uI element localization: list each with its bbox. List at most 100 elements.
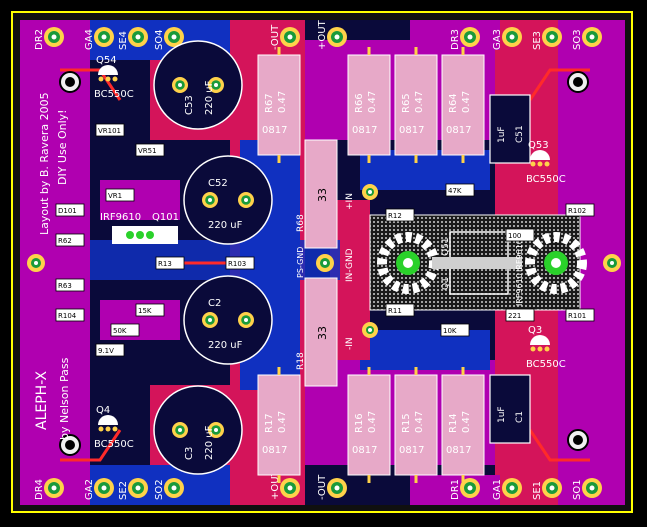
connector-label: DR4	[34, 479, 45, 500]
small-resistor-label: VR1	[108, 192, 122, 200]
film-capacitor	[489, 374, 531, 444]
resistor-code: 0817	[446, 445, 471, 456]
to92-package	[530, 335, 550, 345]
resistor-value: 0.47	[367, 91, 378, 113]
resistor-value: 0.47	[367, 411, 378, 433]
board-title: ALEPH-X	[34, 370, 50, 430]
connector-label: DR3	[450, 29, 461, 50]
film-cap-ref: C1	[515, 411, 525, 423]
transistor-part: BC550C	[526, 174, 566, 185]
resistor-ref: R66	[354, 93, 365, 113]
author-text: by Nelson Pass	[58, 357, 71, 440]
center-resistor	[304, 139, 338, 249]
resistor-ref: R15	[401, 413, 412, 433]
connector-label: SE4	[118, 31, 129, 50]
small-resistor-label: R101	[568, 312, 586, 320]
capacitor-value: 220 uF	[208, 220, 243, 231]
connector-label: DR1	[450, 479, 461, 500]
mosfet-part: IRF9610	[515, 273, 524, 306]
capacitor-ref: C3	[184, 447, 195, 460]
resistor-code: 0817	[262, 125, 287, 136]
layout-credit-text: Layout by B. Ravera 2005	[38, 92, 51, 235]
connector-label: SO4	[154, 29, 165, 50]
mosfet-ref: Q51	[441, 237, 451, 256]
small-resistor	[135, 143, 165, 157]
resistor-code: 0817	[399, 445, 424, 456]
connector-label: GA2	[84, 479, 95, 500]
film-cap-ref: C51	[515, 125, 525, 143]
small-resistor	[385, 303, 415, 317]
small-resistor	[565, 308, 595, 322]
center-resistor-ref: R18	[296, 352, 306, 370]
to92-package	[98, 415, 118, 425]
small-resistor	[95, 123, 125, 137]
small-resistor	[95, 343, 125, 357]
small-resistor	[105, 188, 135, 202]
resistor-ref: R65	[401, 93, 412, 113]
mosfet-part: IRF9610	[100, 212, 141, 223]
small-resistor-label: R13	[158, 260, 172, 268]
film-cap-value: 1uF	[497, 406, 507, 423]
small-parts-group: VR51VR101VR150K15K47K10022110K9.1VD101R6…	[55, 123, 595, 357]
small-resistor-label: R104	[58, 312, 77, 320]
resistor-ref: R17	[264, 413, 275, 433]
mounting-holes	[59, 71, 589, 456]
small-resistor-label: 9.1V	[98, 347, 114, 355]
transistor-part: BC550C	[94, 439, 134, 450]
small-resistor-label: D101	[58, 207, 77, 215]
small-resistor-label: 10K	[443, 327, 457, 335]
connector-label: SE2	[118, 481, 129, 500]
transistor-ref: Q4	[96, 405, 110, 416]
connector-label: SE3	[532, 31, 543, 50]
small-resistor-label: R103	[228, 260, 246, 268]
small-resistor-label: 100	[508, 232, 521, 240]
connector-label: SO2	[154, 479, 165, 500]
capacitor-ref: C2	[208, 298, 221, 309]
in-gnd-label: IN-GND	[345, 248, 355, 282]
to92-package	[530, 150, 550, 160]
small-resistor	[505, 228, 535, 242]
small-resistor-label: R11	[388, 307, 402, 315]
small-resistor	[55, 203, 85, 217]
resistor-code: 0817	[399, 125, 424, 136]
small-resistor	[385, 208, 415, 222]
connector-label: GA4	[84, 29, 95, 50]
small-resistor	[505, 308, 535, 322]
mosfet-part: IRF9610	[515, 239, 524, 272]
resistor-ref: R16	[354, 413, 365, 433]
small-resistor-label: 221	[508, 312, 521, 320]
small-resistor	[155, 256, 185, 270]
small-resistor-label: VR101	[98, 127, 121, 135]
resistor-value: 0.47	[461, 411, 472, 433]
connector-label: -OUT	[317, 474, 328, 500]
small-resistor	[55, 278, 85, 292]
transistor-part: BC550C	[94, 89, 134, 100]
left-input-pads	[27, 184, 621, 338]
plus-in-label: +IN	[345, 193, 355, 210]
connector-label: +OUT	[317, 19, 328, 50]
electrolytic-capacitor	[183, 155, 273, 245]
small-resistor-label: R63	[58, 282, 72, 290]
to220-package	[112, 226, 178, 244]
small-resistor	[55, 308, 85, 322]
transistor-ref: Q54	[96, 55, 117, 66]
minus-in-label: -IN	[345, 337, 355, 350]
resistor-code: 0817	[262, 445, 287, 456]
capacitor-ref: C52	[208, 178, 228, 189]
film-capacitor	[489, 94, 531, 164]
resistor-ref: R14	[448, 413, 459, 433]
connector-label: GA1	[492, 479, 503, 500]
power-resistor	[347, 54, 391, 156]
connector-label: GA3	[492, 29, 503, 50]
resistor-value: 0.47	[277, 91, 288, 113]
power-resistor	[441, 54, 485, 156]
small-resistor-label: R12	[388, 212, 402, 220]
capacitor-value: 220 uF	[208, 340, 243, 351]
connector-label: SE1	[532, 481, 543, 500]
transistor-part: BC550C	[526, 359, 566, 370]
resistor-code: 0817	[352, 125, 377, 136]
electrolytic-capacitor	[153, 385, 243, 475]
